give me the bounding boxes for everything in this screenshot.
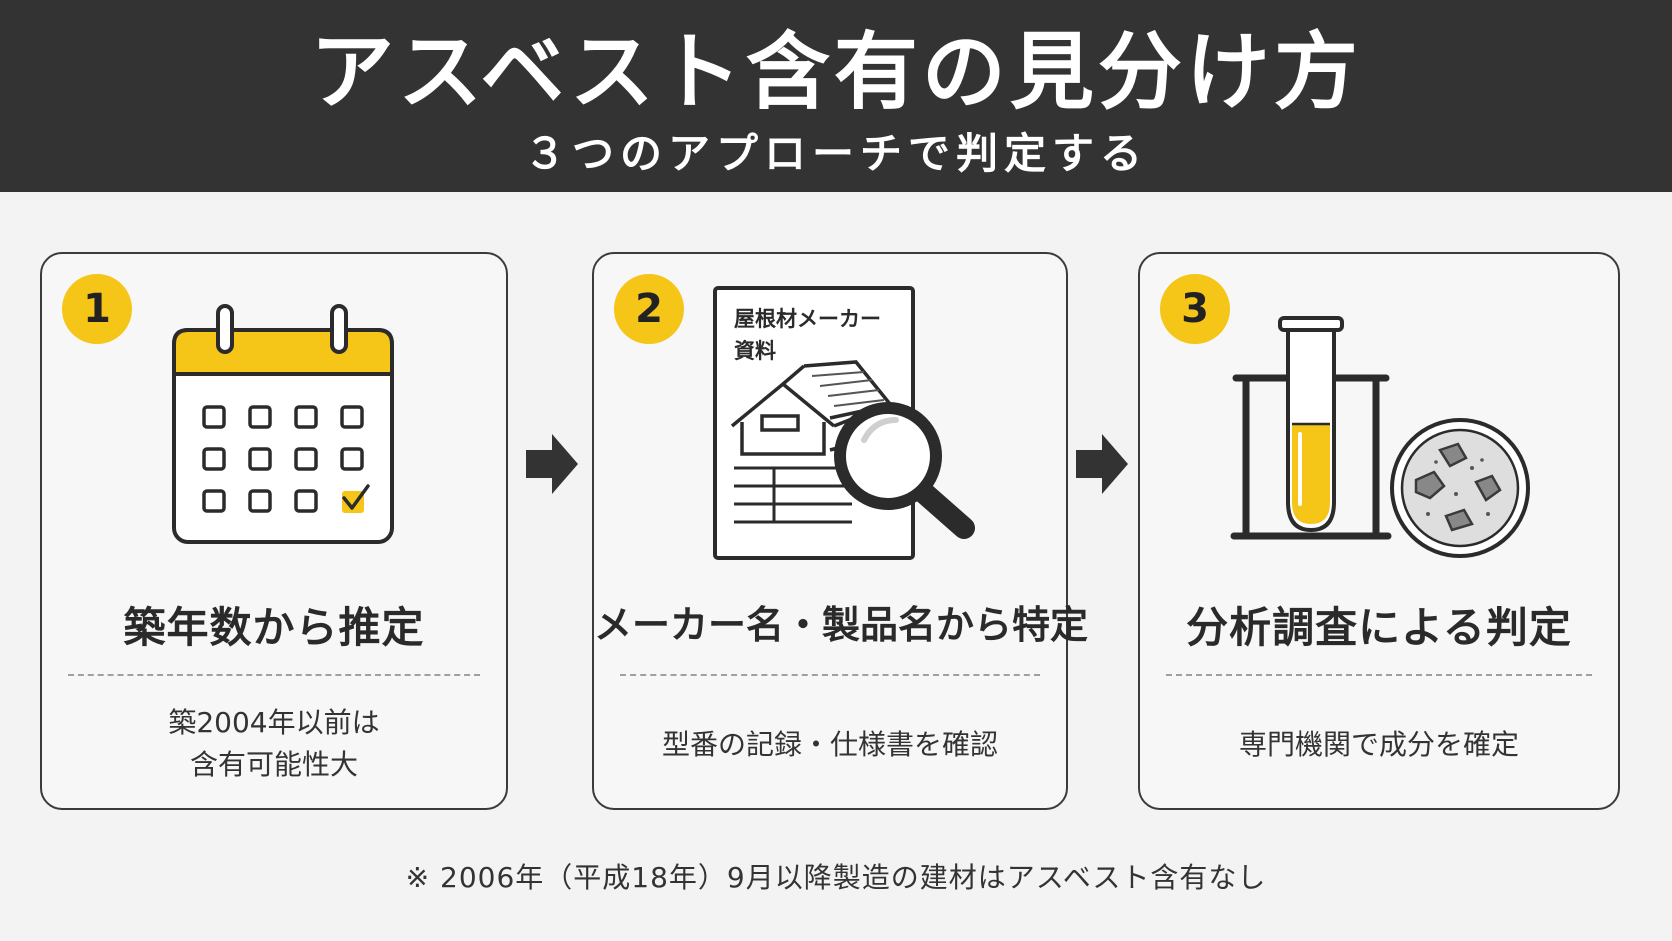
divider xyxy=(1166,674,1592,676)
divider xyxy=(620,674,1040,676)
step-description: 築2004年以前は 含有可能性大 xyxy=(168,706,380,781)
step-number-badge: 3 xyxy=(1160,274,1230,344)
step-card-1: 1 築年数から推定 築2004年以前は 含有可能性大 xyxy=(40,252,508,810)
doc-label-line-2: 資料 xyxy=(734,339,776,363)
test-tube-icon xyxy=(1230,316,1392,540)
step-title: メーカー名・製品名から特定 xyxy=(594,603,1089,647)
doc-label-line-1: 屋根材メーカー xyxy=(734,307,881,331)
header-banner: アスベスト含有の見分け方 ３つのアプローチで判定する xyxy=(0,0,1672,192)
footnote: ※ 2006年（平成18年）9月以降製造の建材はアスベスト含有なし xyxy=(405,861,1267,894)
divider xyxy=(68,674,480,676)
check-icon xyxy=(342,484,370,510)
step-title: 築年数から推定 xyxy=(123,603,425,652)
arrow-right-icon xyxy=(526,434,578,494)
magnifier-icon xyxy=(834,402,975,539)
calendar-icon xyxy=(172,304,394,544)
step-title: 分析調査による判定 xyxy=(1186,603,1572,652)
arrow-right-icon xyxy=(1076,434,1128,494)
step-card-3: 3 xyxy=(1138,252,1620,810)
step-number-badge: 2 xyxy=(614,274,684,344)
step-number-badge: 1 xyxy=(62,274,132,344)
page-title: アスベスト含有の見分け方 xyxy=(310,23,1362,121)
step-card-2: 2 屋根材メーカー 資料 xyxy=(592,252,1089,810)
step-description: 専門機関で成分を確定 xyxy=(1238,728,1519,761)
step-description: 型番の記録・仕様書を確認 xyxy=(661,728,998,761)
petri-dish-icon xyxy=(1390,418,1530,558)
page-subtitle: ３つのアプローチで判定する xyxy=(523,129,1148,178)
